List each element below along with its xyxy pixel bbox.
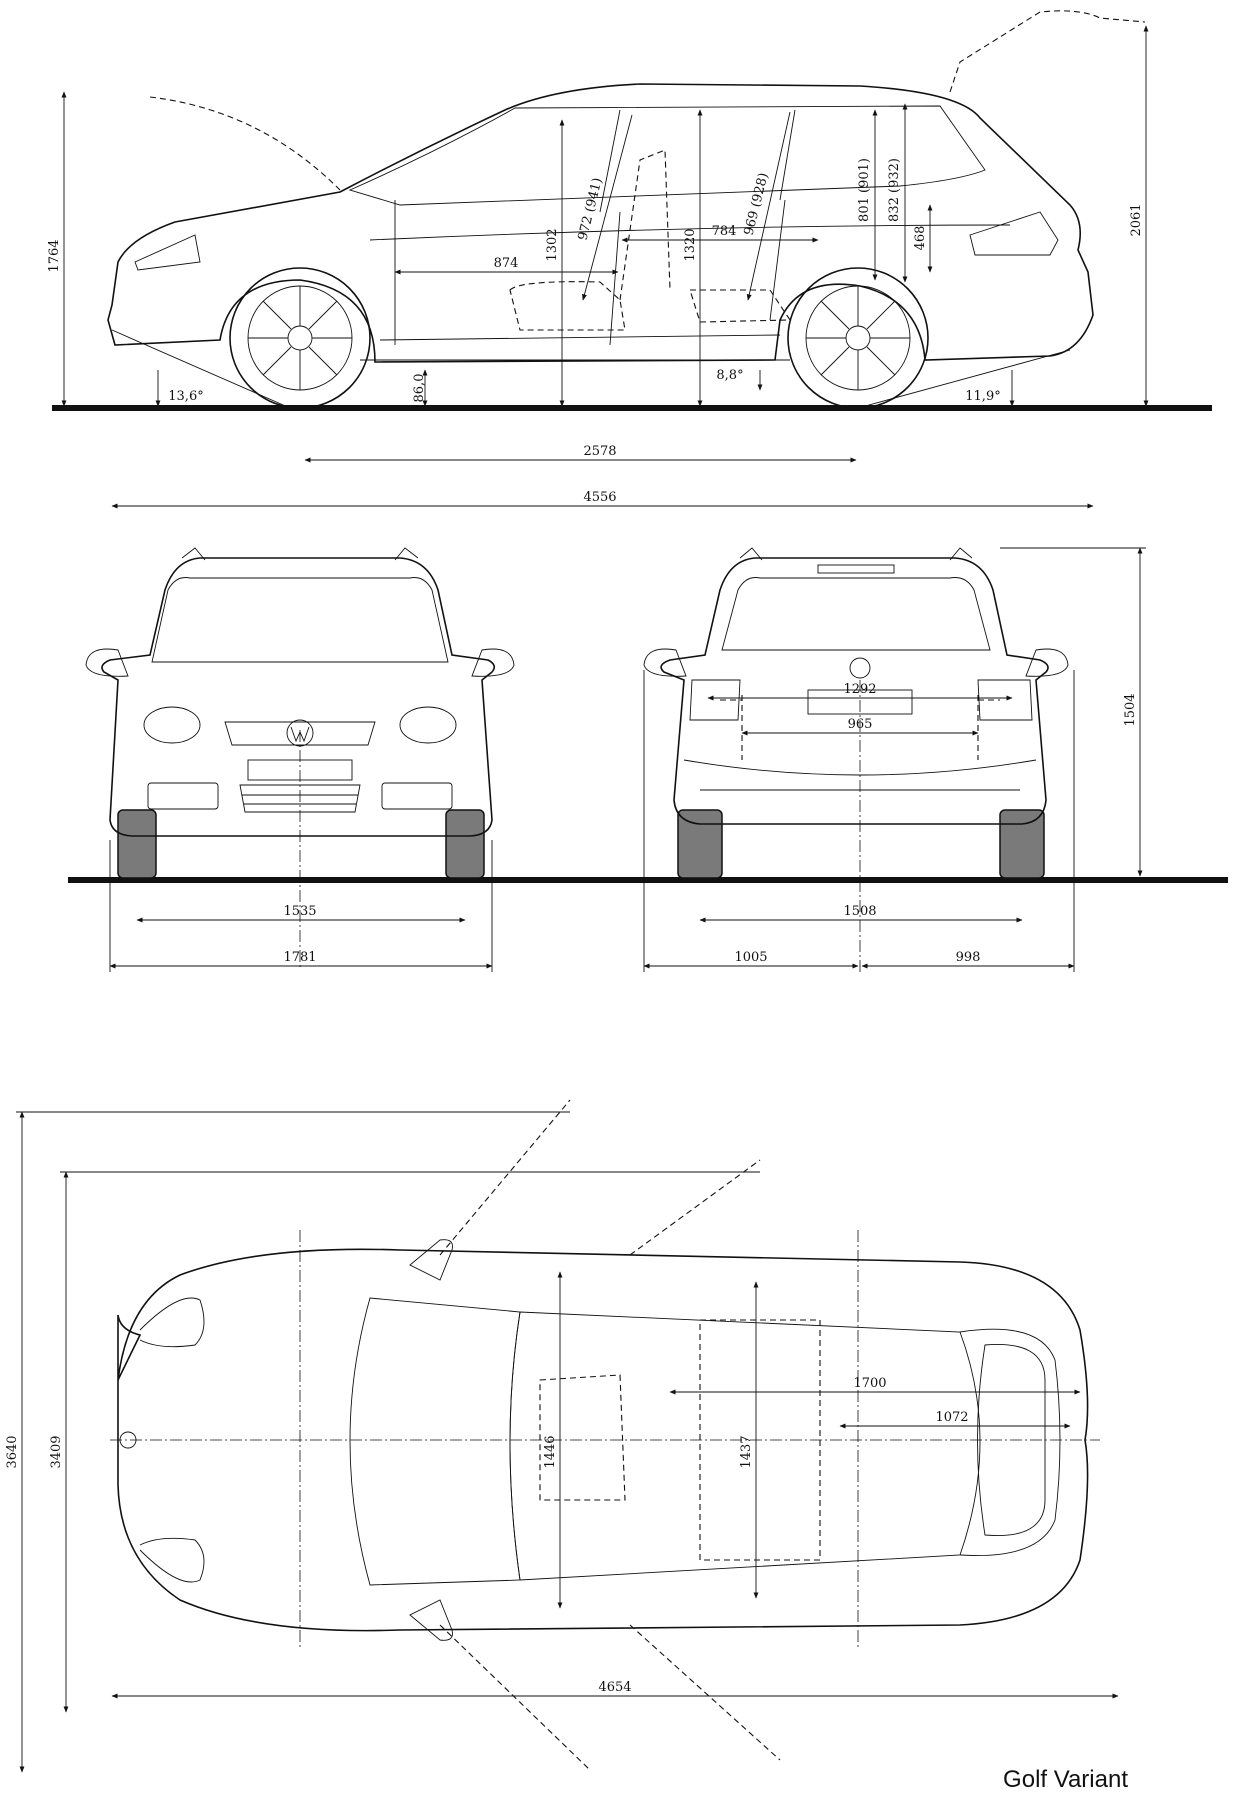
rear-right-tire xyxy=(999,809,1045,879)
front-right-headlight xyxy=(399,706,457,744)
label-opening-bottom: 965 xyxy=(848,717,873,732)
side-pillar-c xyxy=(779,109,796,201)
front-left-tire xyxy=(117,809,157,879)
side-hood-open xyxy=(149,96,341,191)
top-front-door-open xyxy=(439,1099,591,1771)
label-departure-angle: 11,9° xyxy=(965,389,1000,404)
front-right-mirror xyxy=(471,648,515,677)
label-ramp-angle: 8,8° xyxy=(716,368,743,383)
label-1320: 1320 xyxy=(683,228,698,261)
front-right-fog-light xyxy=(381,782,453,810)
label-784: 784 xyxy=(712,224,737,239)
model-caption: Golf Variant xyxy=(1003,1766,1128,1793)
label-1700: 1700 xyxy=(853,1376,886,1391)
rear-window xyxy=(721,577,991,651)
label-height-front: 1764 xyxy=(47,239,62,272)
rear-brake-light xyxy=(817,564,895,574)
label-832: 832 (932) xyxy=(887,158,902,222)
rear-roof-rails xyxy=(739,547,973,561)
side-pillar-b xyxy=(599,109,621,213)
label-4654: 4654 xyxy=(598,1680,631,1695)
top-rear-door-open xyxy=(629,1159,781,1761)
front-body-outline xyxy=(101,557,496,837)
front-view: 1535 1781 xyxy=(68,547,1228,972)
side-sill-line xyxy=(379,334,781,341)
label-1437: 1437 xyxy=(739,1435,754,1468)
front-left-mirror xyxy=(85,648,129,677)
top-seats xyxy=(539,1319,821,1561)
label-clearance: 86,0 xyxy=(412,374,427,403)
rear-left-taillight xyxy=(689,679,741,721)
label-approach-angle: 13,6° xyxy=(168,389,203,404)
top-view: 3640 3409 1446 1437 1700 1072 4654 xyxy=(5,1099,1119,1773)
top-body-outline xyxy=(117,1248,1089,1632)
label-468: 468 xyxy=(913,226,928,251)
front-upper-grille xyxy=(224,721,376,746)
top-left-mirror xyxy=(409,1239,453,1281)
front-left-fog-light xyxy=(147,782,219,810)
label-3640: 3640 xyxy=(5,1435,20,1468)
label-801: 801 (901) xyxy=(857,158,872,222)
label-mirror-right: 998 xyxy=(956,950,981,965)
side-hatch-open xyxy=(949,10,1146,93)
label-mirror-left: 1005 xyxy=(734,950,767,965)
side-body-outline xyxy=(107,83,1094,363)
label-874: 874 xyxy=(494,256,519,271)
label-rear-track: 1508 xyxy=(843,904,876,919)
side-rear-seat xyxy=(689,289,792,323)
label-body-width: 1781 xyxy=(283,950,316,965)
label-1446: 1446 xyxy=(543,1435,558,1468)
label-3409: 3409 xyxy=(49,1435,64,1468)
side-taillight xyxy=(969,211,1059,256)
front-right-tire xyxy=(445,809,485,879)
label-length: 4556 xyxy=(583,490,616,505)
dim-line-969 xyxy=(746,111,791,301)
rear-view: 1292 965 1508 1005 998 1504 xyxy=(643,547,1146,972)
side-rear-wheel xyxy=(787,267,929,409)
label-overall-height: 1504 xyxy=(1123,693,1138,726)
label-height-hatch: 2061 xyxy=(1129,203,1144,236)
rear-left-mirror xyxy=(643,648,687,677)
rear-vw-logo xyxy=(849,657,871,679)
side-headlight xyxy=(134,234,201,271)
angle-lines xyxy=(111,329,1071,409)
front-windshield xyxy=(151,577,449,663)
side-view: 1764 2061 86,0 13,6° 8,8° 11,9° 2578 455… xyxy=(47,10,1212,509)
front-roof-rails xyxy=(181,547,419,561)
label-opening-top: 1292 xyxy=(843,682,876,697)
top-hood-lines xyxy=(139,1297,205,1583)
rear-opening-outline xyxy=(720,695,1000,760)
top-windshield xyxy=(349,1297,521,1586)
rear-right-taillight xyxy=(977,679,1033,721)
side-window-line xyxy=(348,105,986,206)
label-front-track: 1535 xyxy=(283,904,316,919)
rear-body-outline xyxy=(660,557,1049,825)
side-front-wheel xyxy=(229,267,371,409)
front-left-headlight xyxy=(143,706,201,744)
rear-left-tire xyxy=(677,809,723,879)
label-1302: 1302 xyxy=(545,228,560,261)
dim-line-972 xyxy=(582,114,633,301)
side-beltline xyxy=(369,224,1011,241)
side-front-seat xyxy=(509,149,671,331)
top-right-mirror xyxy=(409,1599,453,1641)
label-wheelbase: 2578 xyxy=(583,444,616,459)
rear-right-mirror xyxy=(1025,648,1069,677)
label-1072: 1072 xyxy=(935,1410,968,1425)
